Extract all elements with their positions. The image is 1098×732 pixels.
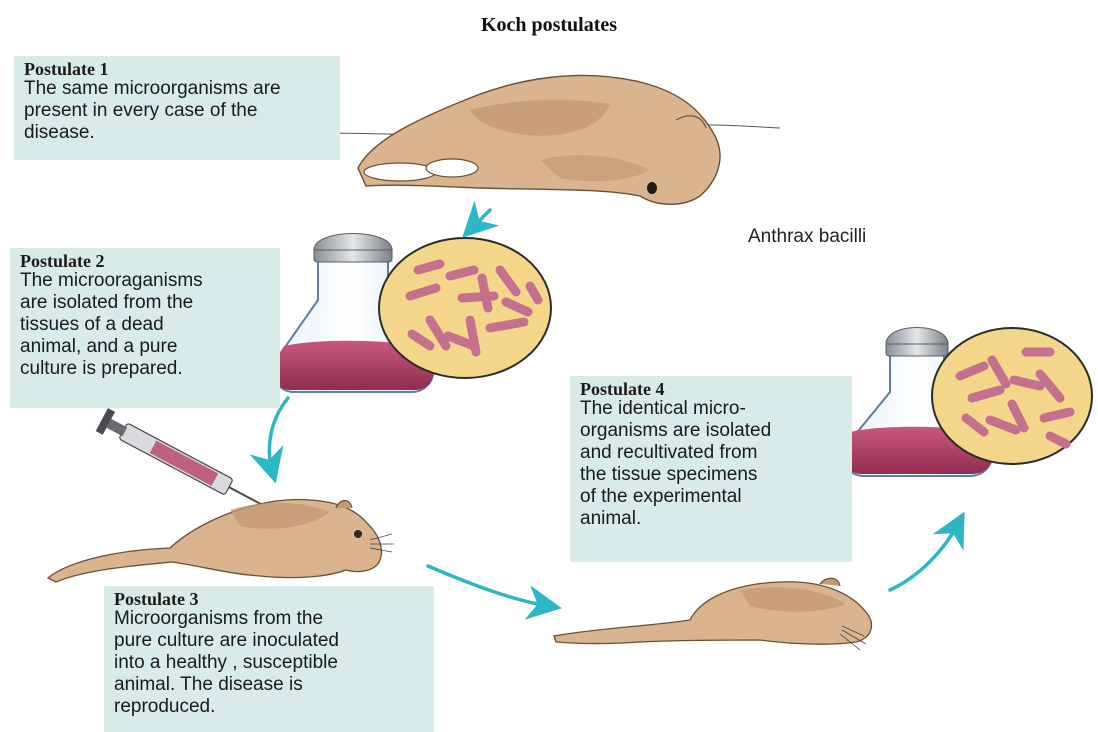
diagram-title: Koch postulates bbox=[0, 14, 1098, 37]
postulate-1-box: Postulate 1 The same microorganisms are … bbox=[14, 56, 340, 160]
postulate-1-text: The same microorganisms are present in e… bbox=[24, 78, 330, 144]
anthrax-bacilli-circle-1 bbox=[379, 238, 551, 378]
arrow-2-to-3 bbox=[269, 398, 288, 470]
arrow-4-to-flask bbox=[890, 524, 958, 590]
postulate-2-text: The microoraganisms are isolated from th… bbox=[20, 270, 270, 380]
anthrax-bacilli-label: Anthrax bacilli bbox=[748, 226, 866, 248]
postulate-4-heading: Postulate 4 bbox=[580, 380, 842, 398]
postulate-2-heading: Postulate 2 bbox=[20, 252, 270, 270]
postulate-4-text: The identical micro- organisms are isola… bbox=[580, 398, 842, 530]
postulate-3-heading: Postulate 3 bbox=[114, 590, 424, 608]
inoculated-mouse-illustration bbox=[48, 500, 394, 582]
postulate-2-box: Postulate 2 The microoraganisms are isol… bbox=[10, 248, 280, 408]
postulate-3-box: Postulate 3 Microorganisms from the pure… bbox=[104, 586, 434, 732]
anthrax-bacilli-circle-2 bbox=[932, 328, 1092, 464]
postulate-4-box: Postulate 4 The identical micro- organis… bbox=[570, 376, 852, 562]
postulate-1-heading: Postulate 1 bbox=[24, 60, 330, 78]
syringe-illustration bbox=[96, 408, 271, 517]
arrow-1-to-2 bbox=[472, 210, 490, 228]
experimental-animal-illustration bbox=[554, 578, 871, 650]
postulate-3-text: Microorganisms from the pure culture are… bbox=[114, 608, 424, 718]
arrow-3-to-4 bbox=[428, 566, 548, 606]
